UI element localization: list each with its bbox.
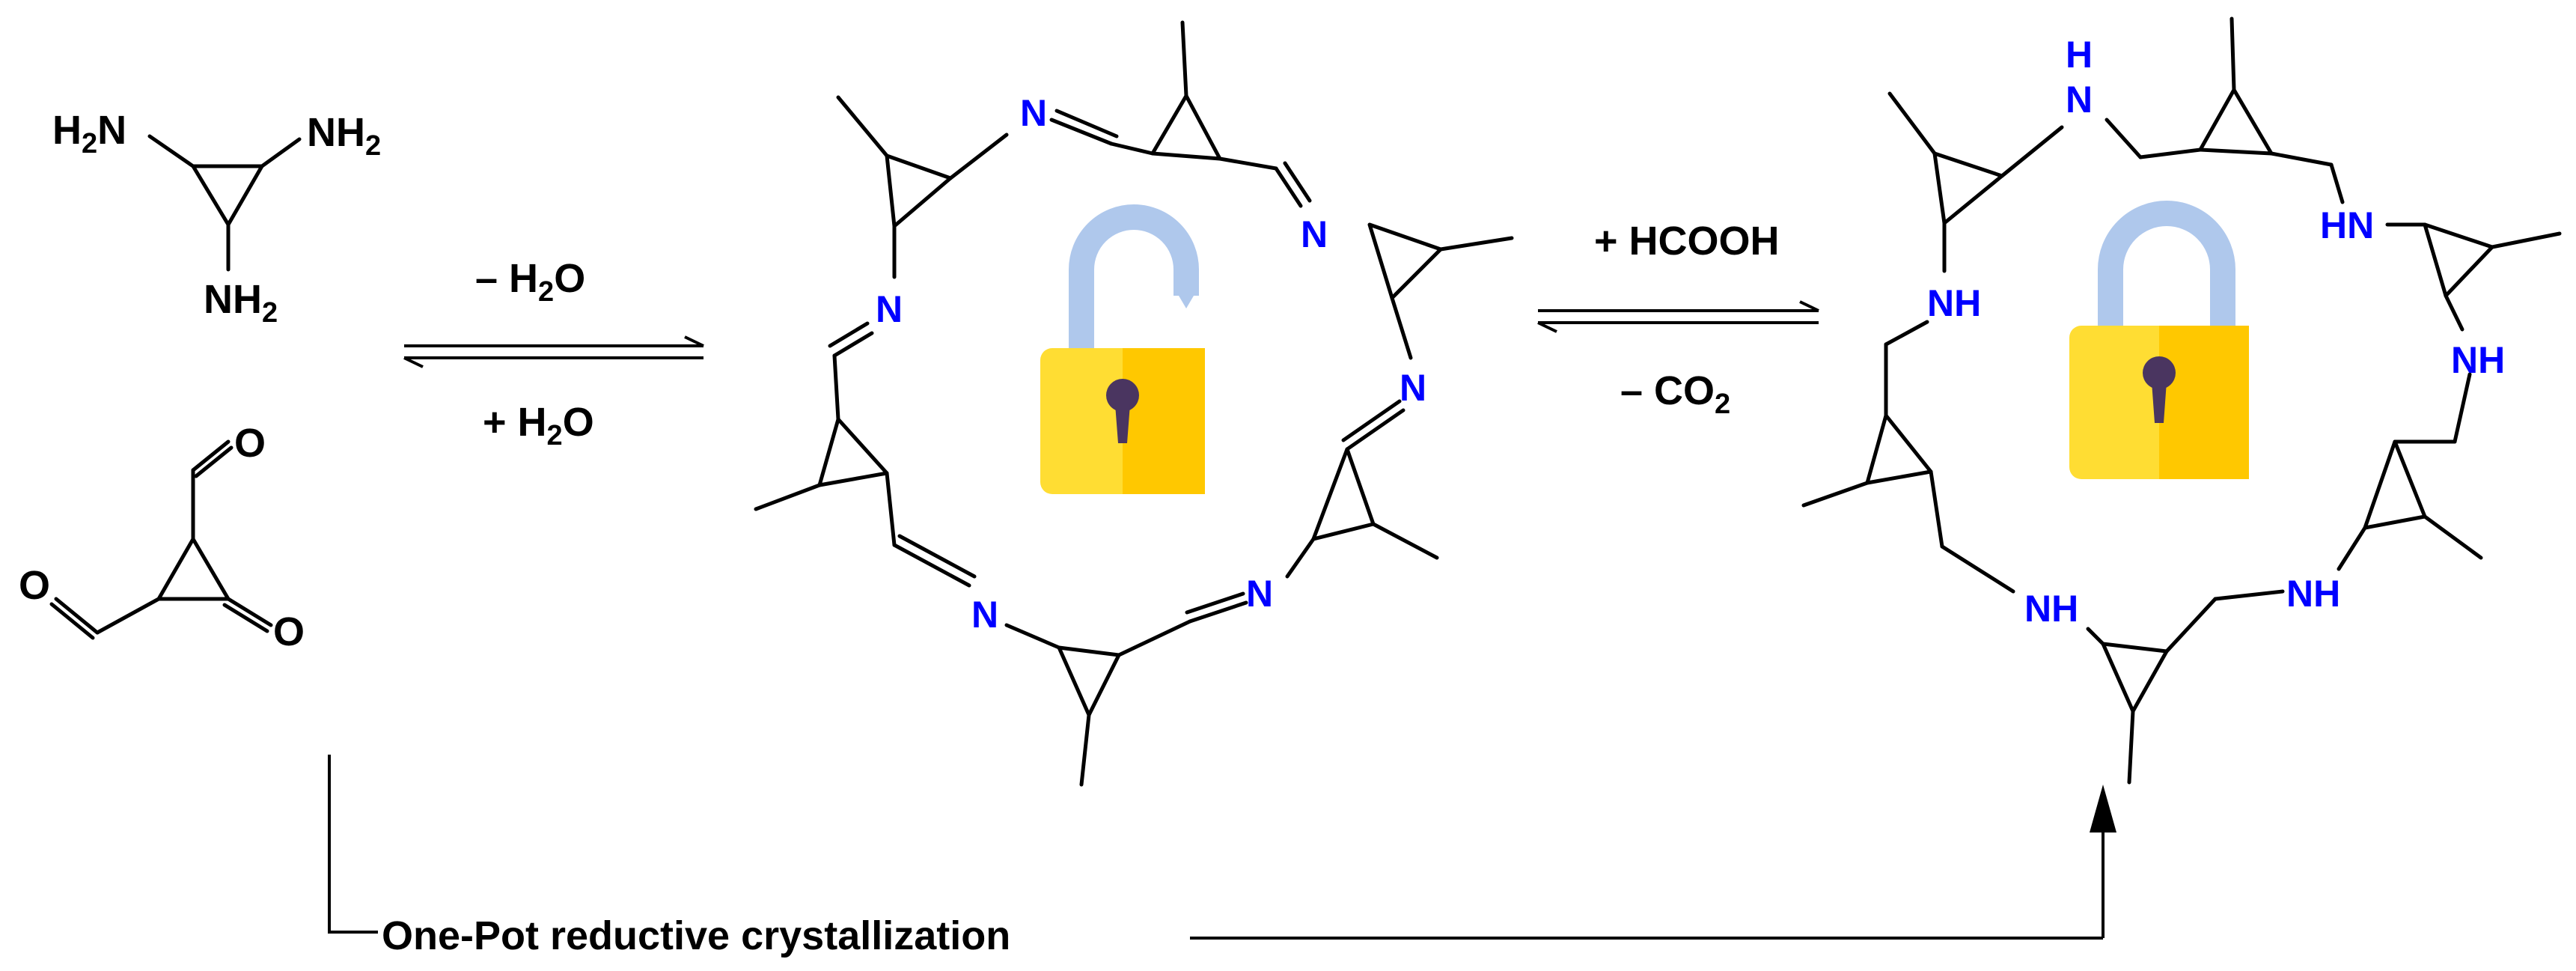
- equilibrium-arrow-2: [1537, 300, 1819, 333]
- amine-nh-label: NH: [2024, 588, 2078, 630]
- imine-nitrogen: N: [1020, 92, 1047, 134]
- nh2-label: NH2: [204, 277, 278, 329]
- amine-nh-label: NH: [1927, 282, 1981, 324]
- amine-cage: H N HN NH NH NH NH: [1801, 16, 2562, 785]
- amine-nitrogen: N: [2066, 79, 2093, 121]
- one-pot-label: One-Pot reductive crystallization: [382, 913, 1010, 958]
- amine-nh-label: NH: [2451, 339, 2505, 381]
- step1-top-label: – H2O: [475, 256, 585, 308]
- imine-nitrogen: N: [1246, 573, 1273, 615]
- one-pot-path: [328, 755, 2116, 940]
- oxygen-label: O: [19, 563, 50, 608]
- imine-cage: N N N N N N: [754, 20, 1514, 787]
- equilibrium-arrow-1: [403, 335, 704, 368]
- step1-bottom-label: + H2O: [483, 400, 594, 451]
- nh2-label: NH2: [307, 110, 381, 162]
- step2-bottom-label: – CO2: [1620, 368, 1730, 420]
- locked-padlock-icon: [2069, 201, 2249, 479]
- oxygen-label: O: [234, 421, 266, 466]
- oxygen-label: O: [273, 609, 305, 654]
- nh2-label: H2N: [52, 108, 126, 159]
- imine-nitrogen: N: [1301, 213, 1328, 255]
- triamine-molecule: H2N NH2 NH2: [52, 108, 381, 329]
- unlocked-padlock-icon: [1040, 204, 1205, 494]
- imine-nitrogen: N: [876, 288, 903, 330]
- imine-nitrogen: N: [971, 594, 998, 636]
- trialdehyde-molecule: O O O: [19, 421, 305, 654]
- imine-nitrogen: N: [1400, 367, 1426, 409]
- amine-nh-label: NH: [2286, 573, 2340, 615]
- step2-top-label: + HCOOH: [1594, 219, 1780, 264]
- amine-hn-label: HN: [2320, 204, 2374, 246]
- amine-hydrogen: H: [2066, 34, 2093, 76]
